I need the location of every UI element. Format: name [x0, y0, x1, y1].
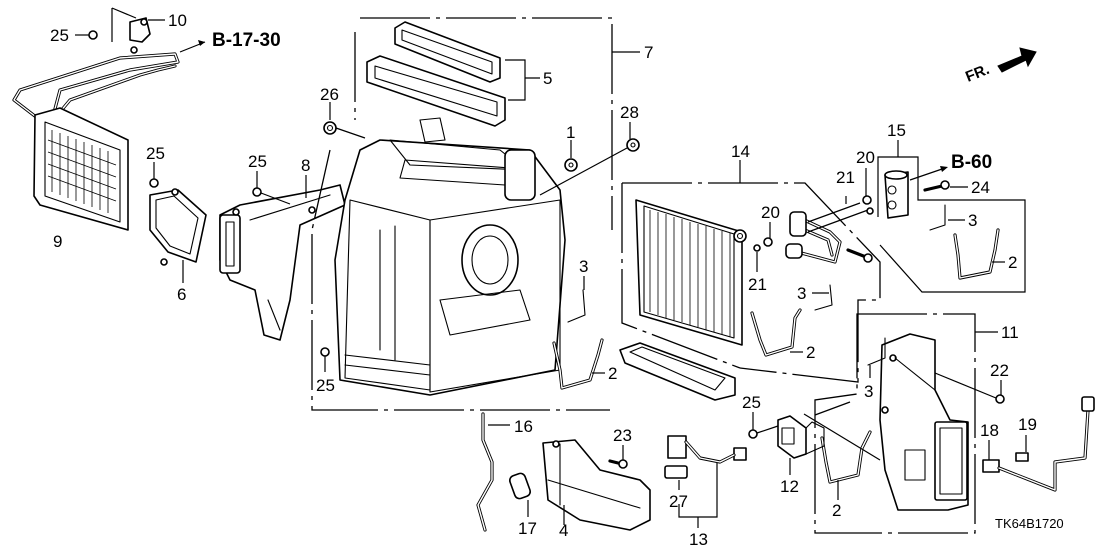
screw-25-bracket: [149, 162, 159, 188]
heater-core-9: [12, 52, 180, 231]
callout-2[interactable]: 2: [806, 343, 815, 362]
callout-19[interactable]: 19: [1018, 415, 1037, 434]
callout-12[interactable]: 12: [780, 477, 799, 496]
callout-11[interactable]: 11: [1001, 323, 1019, 342]
bolt-24: [923, 180, 968, 192]
callout-20[interactable]: 20: [856, 148, 875, 167]
o-ring-20-valve: [862, 168, 872, 205]
callout-21[interactable]: 21: [836, 168, 855, 187]
callout-25[interactable]: 25: [742, 393, 761, 412]
callout-22[interactable]: 22: [990, 361, 1009, 380]
callout-18[interactable]: 18: [980, 421, 999, 440]
sensor-17: [508, 472, 532, 517]
screw-25-duct: [252, 171, 291, 205]
callout-14[interactable]: 14: [731, 142, 750, 161]
clamp-2-evaporator: [750, 308, 803, 357]
fr-label: FR.: [963, 61, 992, 86]
callout-25[interactable]: 25: [146, 144, 165, 163]
callout-3[interactable]: 3: [579, 257, 588, 276]
clip-3-heater: [567, 276, 586, 323]
duct-4: [542, 439, 651, 531]
callout-9[interactable]: 9: [53, 232, 62, 251]
packing-1: [564, 140, 578, 172]
harness-13: [667, 435, 747, 528]
clamp-2-heater: [552, 338, 605, 390]
clip-3-valve: [929, 204, 965, 231]
evaporator-tray: [619, 342, 736, 401]
duct-8: [219, 175, 346, 341]
o-ring-20-evaporator: [763, 222, 773, 247]
screw-25-heater: [320, 347, 330, 372]
drain-hose-16: [476, 412, 510, 532]
blower-case-11: [814, 313, 998, 534]
clamp-2-valve: [953, 228, 1005, 280]
callout-17[interactable]: 17: [518, 519, 537, 538]
callout-20[interactable]: 20: [761, 203, 780, 222]
diagram-code: TK64B1720: [995, 516, 1064, 531]
callout-26[interactable]: 26: [320, 85, 339, 104]
callout-25[interactable]: 25: [248, 152, 267, 171]
callout-10[interactable]: 10: [168, 11, 187, 30]
seal-set-5: [366, 21, 540, 127]
clip-27: [664, 465, 688, 490]
callout-7[interactable]: 7: [644, 43, 653, 62]
callout-2[interactable]: 2: [832, 501, 841, 520]
clip-3-evaporator: [812, 284, 833, 311]
callout-3[interactable]: 3: [968, 211, 977, 230]
callout-1[interactable]: 1: [566, 123, 575, 142]
callouts: 25 10 9 25 6 25 8 26 5 7 1 28 25 3 2 14 …: [50, 11, 1037, 549]
callout-6[interactable]: 6: [177, 285, 186, 304]
callout-21[interactable]: 21: [748, 275, 767, 294]
callout-16[interactable]: 16: [514, 417, 533, 436]
bracket-6: [149, 188, 207, 283]
callout-8[interactable]: 8: [301, 156, 310, 175]
evaporator-14: [621, 160, 881, 383]
front-direction-indicator: FR.: [963, 47, 1037, 86]
o-ring-21-valve: [845, 196, 874, 215]
connector-18: [982, 440, 1000, 473]
callout-5[interactable]: 5: [543, 69, 552, 88]
callout-25[interactable]: 25: [316, 376, 335, 395]
pipe-clamp-10: [111, 7, 165, 54]
callout-2[interactable]: 2: [608, 364, 617, 383]
screw-22: [934, 372, 1005, 404]
clamp-2-blower: [820, 430, 872, 500]
reference-b-17-30[interactable]: B-17-30: [212, 30, 281, 51]
o-ring-21-evaporator: [753, 244, 761, 272]
callout-3[interactable]: 3: [864, 382, 873, 401]
clip-3-blower: [867, 337, 886, 378]
callout-24[interactable]: 24: [971, 178, 990, 197]
evaporator-bolt: [846, 248, 873, 263]
sensor-wire: [997, 396, 1095, 492]
screw-25-clamp: [75, 30, 98, 40]
nut-26: [323, 102, 366, 139]
callout-27[interactable]: 27: [669, 492, 688, 511]
callout-28[interactable]: 28: [620, 103, 639, 122]
callout-13[interactable]: 13: [689, 530, 708, 549]
callout-4[interactable]: 4: [559, 521, 568, 540]
connector-clip-19: [1015, 435, 1029, 462]
callout-23[interactable]: 23: [613, 426, 632, 445]
screw-23: [608, 445, 628, 469]
screw-25-resistor: [748, 412, 779, 439]
callout-25[interactable]: 25: [50, 26, 69, 45]
expansion-valve-15: [877, 140, 1026, 293]
evaporator-pipe: [785, 202, 869, 264]
pipe-reference-arrow: B-17-30: [179, 30, 281, 53]
callout-15[interactable]: 15: [887, 121, 906, 140]
callout-2[interactable]: 2: [1008, 253, 1017, 272]
fr-arrow-icon: [997, 47, 1037, 73]
nut-28: [539, 122, 640, 196]
heater-unit-7: [311, 17, 640, 411]
callout-3[interactable]: 3: [797, 284, 806, 303]
resistor-12: [777, 401, 881, 475]
reference-b-60[interactable]: B-60: [951, 152, 992, 173]
